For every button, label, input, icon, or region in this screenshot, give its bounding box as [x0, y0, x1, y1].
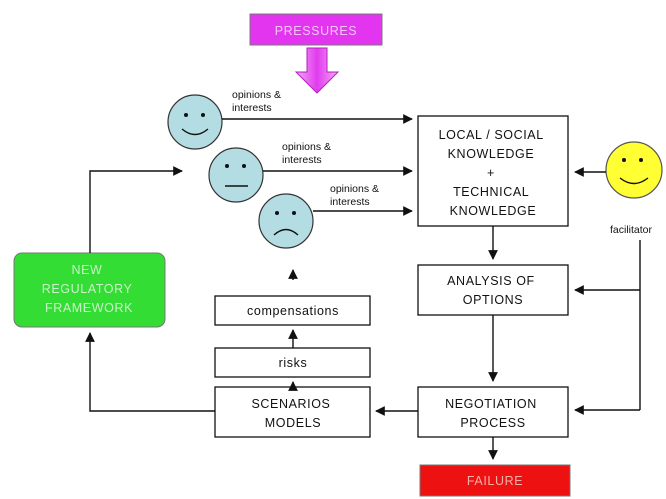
framework-label: NEW REGULATORY FRAMEWORK: [42, 263, 137, 315]
compensations-node: compensations: [214, 295, 371, 326]
opinions-label-2: opinions & interests: [282, 141, 334, 166]
negotiation-label: NEGOTIATION PROCESS: [445, 397, 541, 430]
negotiation-node: NEGOTIATION PROCESS: [417, 386, 569, 438]
stakeholder-neutral-face: [208, 147, 264, 203]
knowledge-node: LOCAL / SOCIAL KNOWLEDGE + TECHNICAL KNO…: [417, 115, 569, 227]
facilitator-label: facilitator: [610, 224, 653, 236]
stakeholder-sad-face: [258, 193, 314, 249]
failure-label: FAILURE: [467, 474, 523, 488]
pressures-node: PRESSURES: [249, 13, 383, 46]
knowledge-label: LOCAL / SOCIAL KNOWLEDGE + TECHNICAL KNO…: [439, 128, 548, 218]
framework-to-stakeholders-arrow: [89, 166, 183, 253]
opinions-label-3: opinions & interests: [330, 183, 382, 208]
risks-node: risks: [214, 347, 371, 378]
pressures-label: PRESSURES: [275, 24, 358, 38]
analysis-label: ANALYSIS OF OPTIONS: [447, 274, 539, 307]
scenarios-node: SCENARIOS MODELS: [214, 386, 371, 438]
stakeholder-happy-face: [167, 94, 223, 150]
compensations-label: compensations: [247, 304, 339, 318]
failure-node: FAILURE: [419, 464, 571, 497]
scenarios-to-framework-arrow: [85, 332, 215, 412]
risks-label: risks: [279, 356, 308, 370]
pressures-arrow: [294, 47, 340, 94]
facilitator-face: [605, 141, 663, 199]
analysis-node: ANALYSIS OF OPTIONS: [417, 264, 569, 316]
scenarios-label: SCENARIOS MODELS: [251, 397, 334, 430]
opinions-label-1: opinions & interests: [232, 89, 284, 114]
framework-node: NEW REGULATORY FRAMEWORK: [13, 252, 166, 328]
